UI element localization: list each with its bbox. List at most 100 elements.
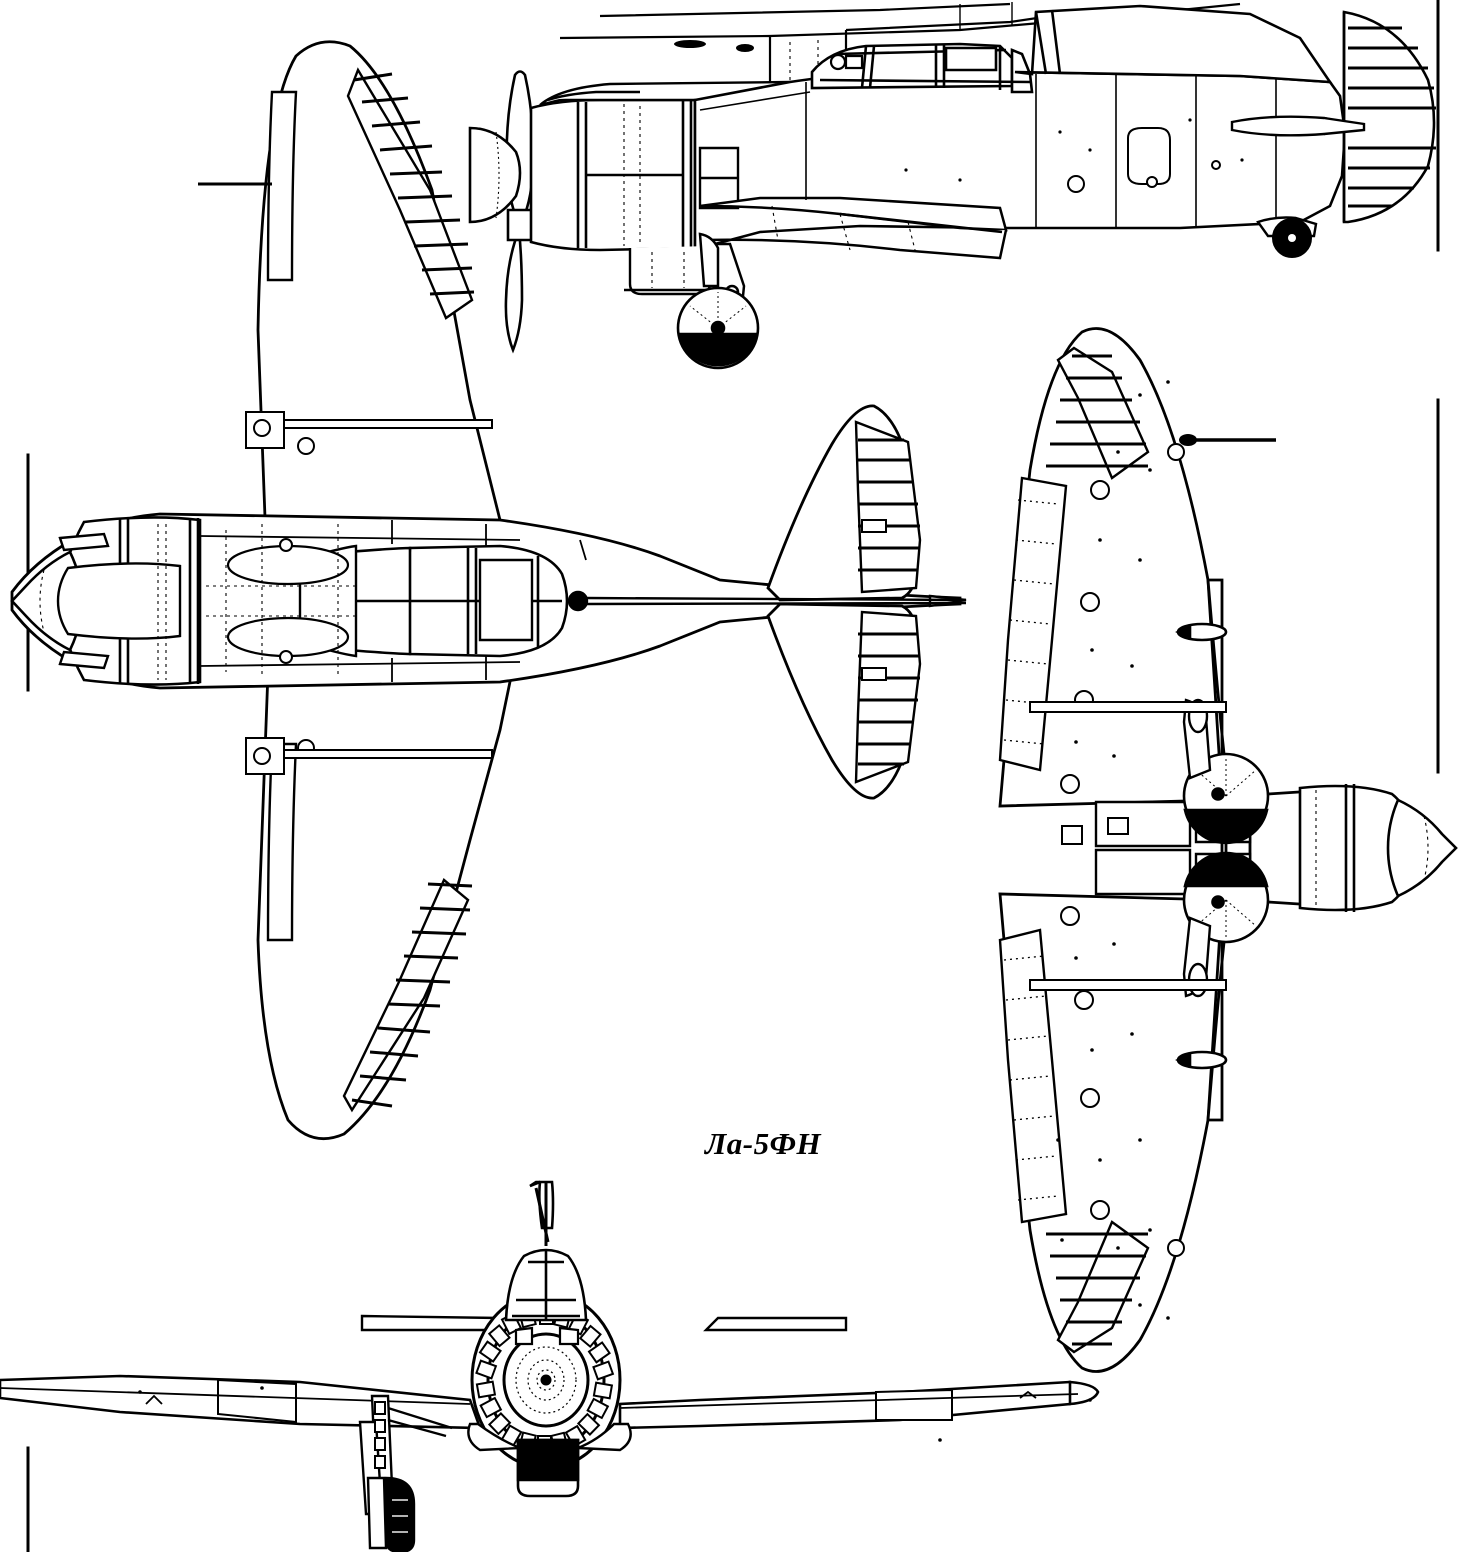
aileron-rib-l5 bbox=[387, 1002, 441, 1008]
rivet-dot bbox=[1116, 1246, 1120, 1250]
aileron-rib-l3 bbox=[369, 1050, 419, 1058]
aileron-rib-2 bbox=[361, 96, 409, 104]
top-stringer-lower bbox=[199, 661, 521, 667]
fin-leading-edge bbox=[1034, 11, 1048, 75]
front-wingtip-right bbox=[1068, 1380, 1100, 1406]
top-pilot-headrest bbox=[478, 558, 534, 642]
partial-fairing-dot bbox=[674, 40, 706, 48]
bottom-wing-upper bbox=[998, 327, 1224, 808]
rivet-dot bbox=[260, 1386, 264, 1390]
front-wing-line-l bbox=[0, 1387, 471, 1405]
rivet-dot bbox=[1060, 1238, 1064, 1242]
rivet-dot bbox=[1130, 664, 1134, 668]
top-cowl-fairing bbox=[56, 562, 182, 640]
spinner-hidden bbox=[39, 569, 45, 633]
elevator-side bbox=[1323, 116, 1366, 136]
front-prop-spinner bbox=[540, 1374, 552, 1386]
cowl-flap bbox=[592, 1360, 615, 1381]
top-port-1 bbox=[279, 538, 293, 552]
rivet-dot bbox=[1116, 450, 1120, 454]
wing-port-upper-1 bbox=[253, 419, 271, 437]
flap-hidden-l7 bbox=[1003, 955, 1045, 961]
gunsight bbox=[844, 54, 864, 70]
wing-spar-upper bbox=[283, 419, 493, 429]
top-aileron-upper bbox=[346, 67, 474, 320]
b-spinner-hidden bbox=[1423, 815, 1429, 881]
gear-oleo-seg bbox=[374, 1437, 386, 1451]
gear-oleo-seg bbox=[374, 1419, 386, 1433]
rivet-dot bbox=[1090, 1048, 1094, 1052]
headrest bbox=[944, 46, 998, 72]
flap-hidden-u6 bbox=[1005, 699, 1047, 705]
front-engine-detail-1 bbox=[515, 1346, 577, 1414]
main-wheel-tire-contact bbox=[677, 332, 759, 367]
rivet-dot bbox=[1088, 1398, 1092, 1402]
front-dihedral-tick-l bbox=[145, 1394, 163, 1405]
bottom-flap-lower bbox=[998, 928, 1068, 1224]
vertical-fin bbox=[1014, 4, 1333, 84]
fuselage-stringer-top bbox=[699, 91, 811, 111]
aileron-rib-l6 bbox=[395, 978, 451, 984]
elevator-tab-lower bbox=[861, 667, 887, 681]
rivet-dot bbox=[1138, 393, 1142, 397]
front-engine-detail-2 bbox=[527, 1359, 565, 1401]
cowl-flap bbox=[479, 1396, 503, 1419]
rivet-dot bbox=[1074, 956, 1078, 960]
fin-leading-edge-2 bbox=[1050, 9, 1062, 75]
flap-hidden-l4 bbox=[1009, 1075, 1051, 1081]
wing-hidden-rib-1 bbox=[771, 205, 779, 241]
top-wing-upper bbox=[256, 40, 514, 600]
aileron-rib-3 bbox=[371, 120, 421, 128]
front-gear-brace-2 bbox=[387, 1418, 447, 1438]
flap-hidden-u1 bbox=[1017, 499, 1059, 505]
aileron-rib-1 bbox=[353, 72, 393, 82]
rivet-dot bbox=[1188, 118, 1192, 122]
wing-hidden-rib-3 bbox=[907, 221, 917, 255]
cowl-flap bbox=[478, 1340, 502, 1363]
main-wheel-plan-upper-black bbox=[1183, 808, 1269, 845]
rivet-dot bbox=[1240, 158, 1244, 162]
rivet-dot bbox=[1112, 754, 1116, 758]
access-hatch bbox=[1127, 127, 1171, 185]
b-fus-port-l bbox=[1167, 1239, 1185, 1257]
wing-underside-side bbox=[699, 229, 1008, 260]
bottom-flap-upper bbox=[998, 476, 1068, 772]
spinner bbox=[468, 126, 522, 224]
flap-hidden-u4 bbox=[1009, 619, 1051, 625]
b-wingtip-light bbox=[1179, 434, 1197, 446]
front-dihedral-tick-r bbox=[1019, 1390, 1037, 1399]
b-wing-port-u4 bbox=[1060, 774, 1080, 794]
wheel-plan-spoke-l2 bbox=[1225, 899, 1257, 927]
rivet-dot bbox=[1088, 148, 1092, 152]
front-wing-panel-l bbox=[217, 1378, 297, 1424]
b-small-hatch-2 bbox=[1107, 817, 1129, 835]
front-gun-fairing-r bbox=[558, 1326, 580, 1346]
aileron-rib-l8 bbox=[411, 930, 467, 936]
wing-trailing-side bbox=[839, 212, 1003, 234]
drawing-title-label: Ла-5ФН bbox=[705, 1126, 822, 1161]
top-panel-line-c bbox=[579, 539, 587, 561]
b-wing-spar-upper bbox=[1029, 701, 1227, 713]
front-gear-brace bbox=[387, 1406, 453, 1430]
rivet-dot bbox=[958, 178, 962, 182]
main-wheel-plan-lower-black bbox=[1183, 851, 1269, 888]
gear-oleo-seg bbox=[374, 1401, 386, 1415]
wing-root-side bbox=[699, 196, 1008, 232]
aileron-rib-l10 bbox=[427, 882, 473, 888]
gun-arrow-upper bbox=[1175, 623, 1192, 641]
top-port-2 bbox=[279, 650, 293, 664]
canopy-sill-line bbox=[819, 78, 1031, 84]
b-wing-port-l2 bbox=[1080, 1088, 1100, 1108]
wing-spar-lower bbox=[283, 749, 493, 759]
cowl-flap bbox=[587, 1341, 611, 1364]
rivet-dot bbox=[1098, 1158, 1102, 1162]
gun-arrow-lower bbox=[1175, 1051, 1192, 1069]
front-stabilizer-right bbox=[703, 1316, 848, 1332]
rivet-dot bbox=[1166, 1316, 1170, 1320]
wheel-spoke-2 bbox=[717, 305, 747, 329]
